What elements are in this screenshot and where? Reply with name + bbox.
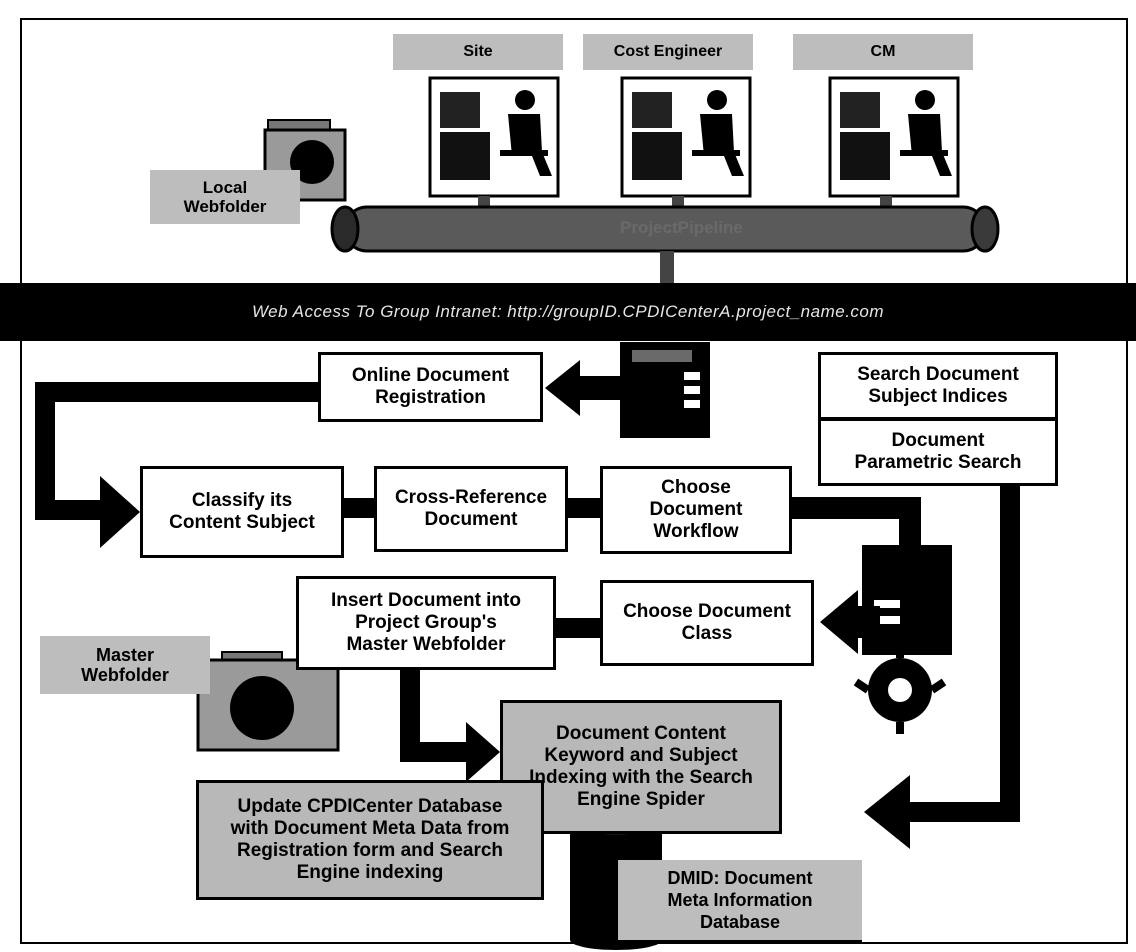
insert-document-line-2: Project Group's [355,612,497,633]
role-cost-engineer-label: Cost Engineer [583,34,753,70]
parametric-search-line-1: Document [891,430,985,451]
dmid-database-label: DMID: Document Meta Information Database [618,860,862,943]
insert-document-box: Insert Document into Project Group's Mas… [296,576,556,670]
classify-line-2: Content Subject [169,512,315,533]
local-webfolder-line-1: Local [202,178,248,197]
pipeline-label: ProjectPipeline [620,218,743,237]
update-database-line-4: Engine indexing [296,862,444,883]
keyword-indexing-line-1: Document Content [556,723,726,744]
local-webfolder-label: Local Webfolder [150,170,300,224]
choose-class-box: Choose Document Class [600,580,814,666]
choose-workflow-line-3: Workflow [653,521,739,542]
cross-reference-line-1: Cross-Reference [394,487,548,508]
choose-workflow-line-2: Document [649,499,743,520]
keyword-indexing-line-3: Indexing with the Search [529,767,753,788]
choose-class-line-2: Class [681,623,733,644]
update-database-line-3: Registration form and Search [236,840,504,861]
master-webfolder-label: Master Webfolder [40,636,210,694]
keyword-indexing-line-4: Engine Spider [577,789,705,810]
master-webfolder-line-1: Master [95,645,155,665]
search-indices-line-1: Search Document [857,364,1019,385]
update-database-box: Update CPDICenter Database with Document… [196,780,544,900]
online-registration-line-1: Online Document [351,365,510,386]
dmid-line-3: Database [699,912,781,932]
role-cm-label: CM [793,34,973,70]
web-server-icon [620,342,710,438]
classify-line-1: Classify its [191,490,293,511]
search-indices-box: Search Document Subject Indices [818,352,1058,420]
keyword-indexing-box: Document Content Keyword and Subject Ind… [500,700,782,834]
search-indices-line-2: Subject Indices [868,386,1008,407]
cross-reference-line-2: Document [424,509,518,530]
online-registration-line-2: Registration [375,387,486,408]
role-site-label: Site [393,34,563,70]
choose-workflow-line-1: Choose [661,477,731,498]
master-webfolder-line-2: Webfolder [81,665,169,685]
parametric-search-line-2: Parametric Search [854,452,1022,473]
workstation-cm-icon [828,76,960,198]
choose-class-line-1: Choose Document [623,601,791,622]
local-webfolder-icon [263,119,347,202]
insert-document-line-1: Insert Document into [330,590,521,611]
dmid-line-2: Meta Information [667,890,813,910]
web-access-bar: Web Access To Group Intranet: http://gro… [0,283,1136,341]
choose-workflow-box: Choose Document Workflow [600,466,792,554]
cross-reference-box: Cross-Reference Document [374,466,568,552]
workstation-cost-engineer-icon [620,76,752,198]
classify-subject-box: Classify its Content Subject [140,466,344,558]
dmid-line-1: DMID: Document [667,868,813,888]
workflow-server-icon [853,545,952,734]
workstation-site-icon [428,76,560,198]
local-webfolder-line-2: Webfolder [183,197,267,216]
update-database-line-2: with Document Meta Data from [230,818,510,839]
parametric-search-box: Document Parametric Search [818,418,1058,486]
keyword-indexing-line-2: Keyword and Subject [544,745,738,766]
master-webfolder-icon [196,651,340,752]
update-database-line-1: Update CPDICenter Database [237,796,503,817]
online-registration-box: Online Document Registration [318,352,543,422]
insert-document-line-3: Master Webfolder [346,634,506,655]
